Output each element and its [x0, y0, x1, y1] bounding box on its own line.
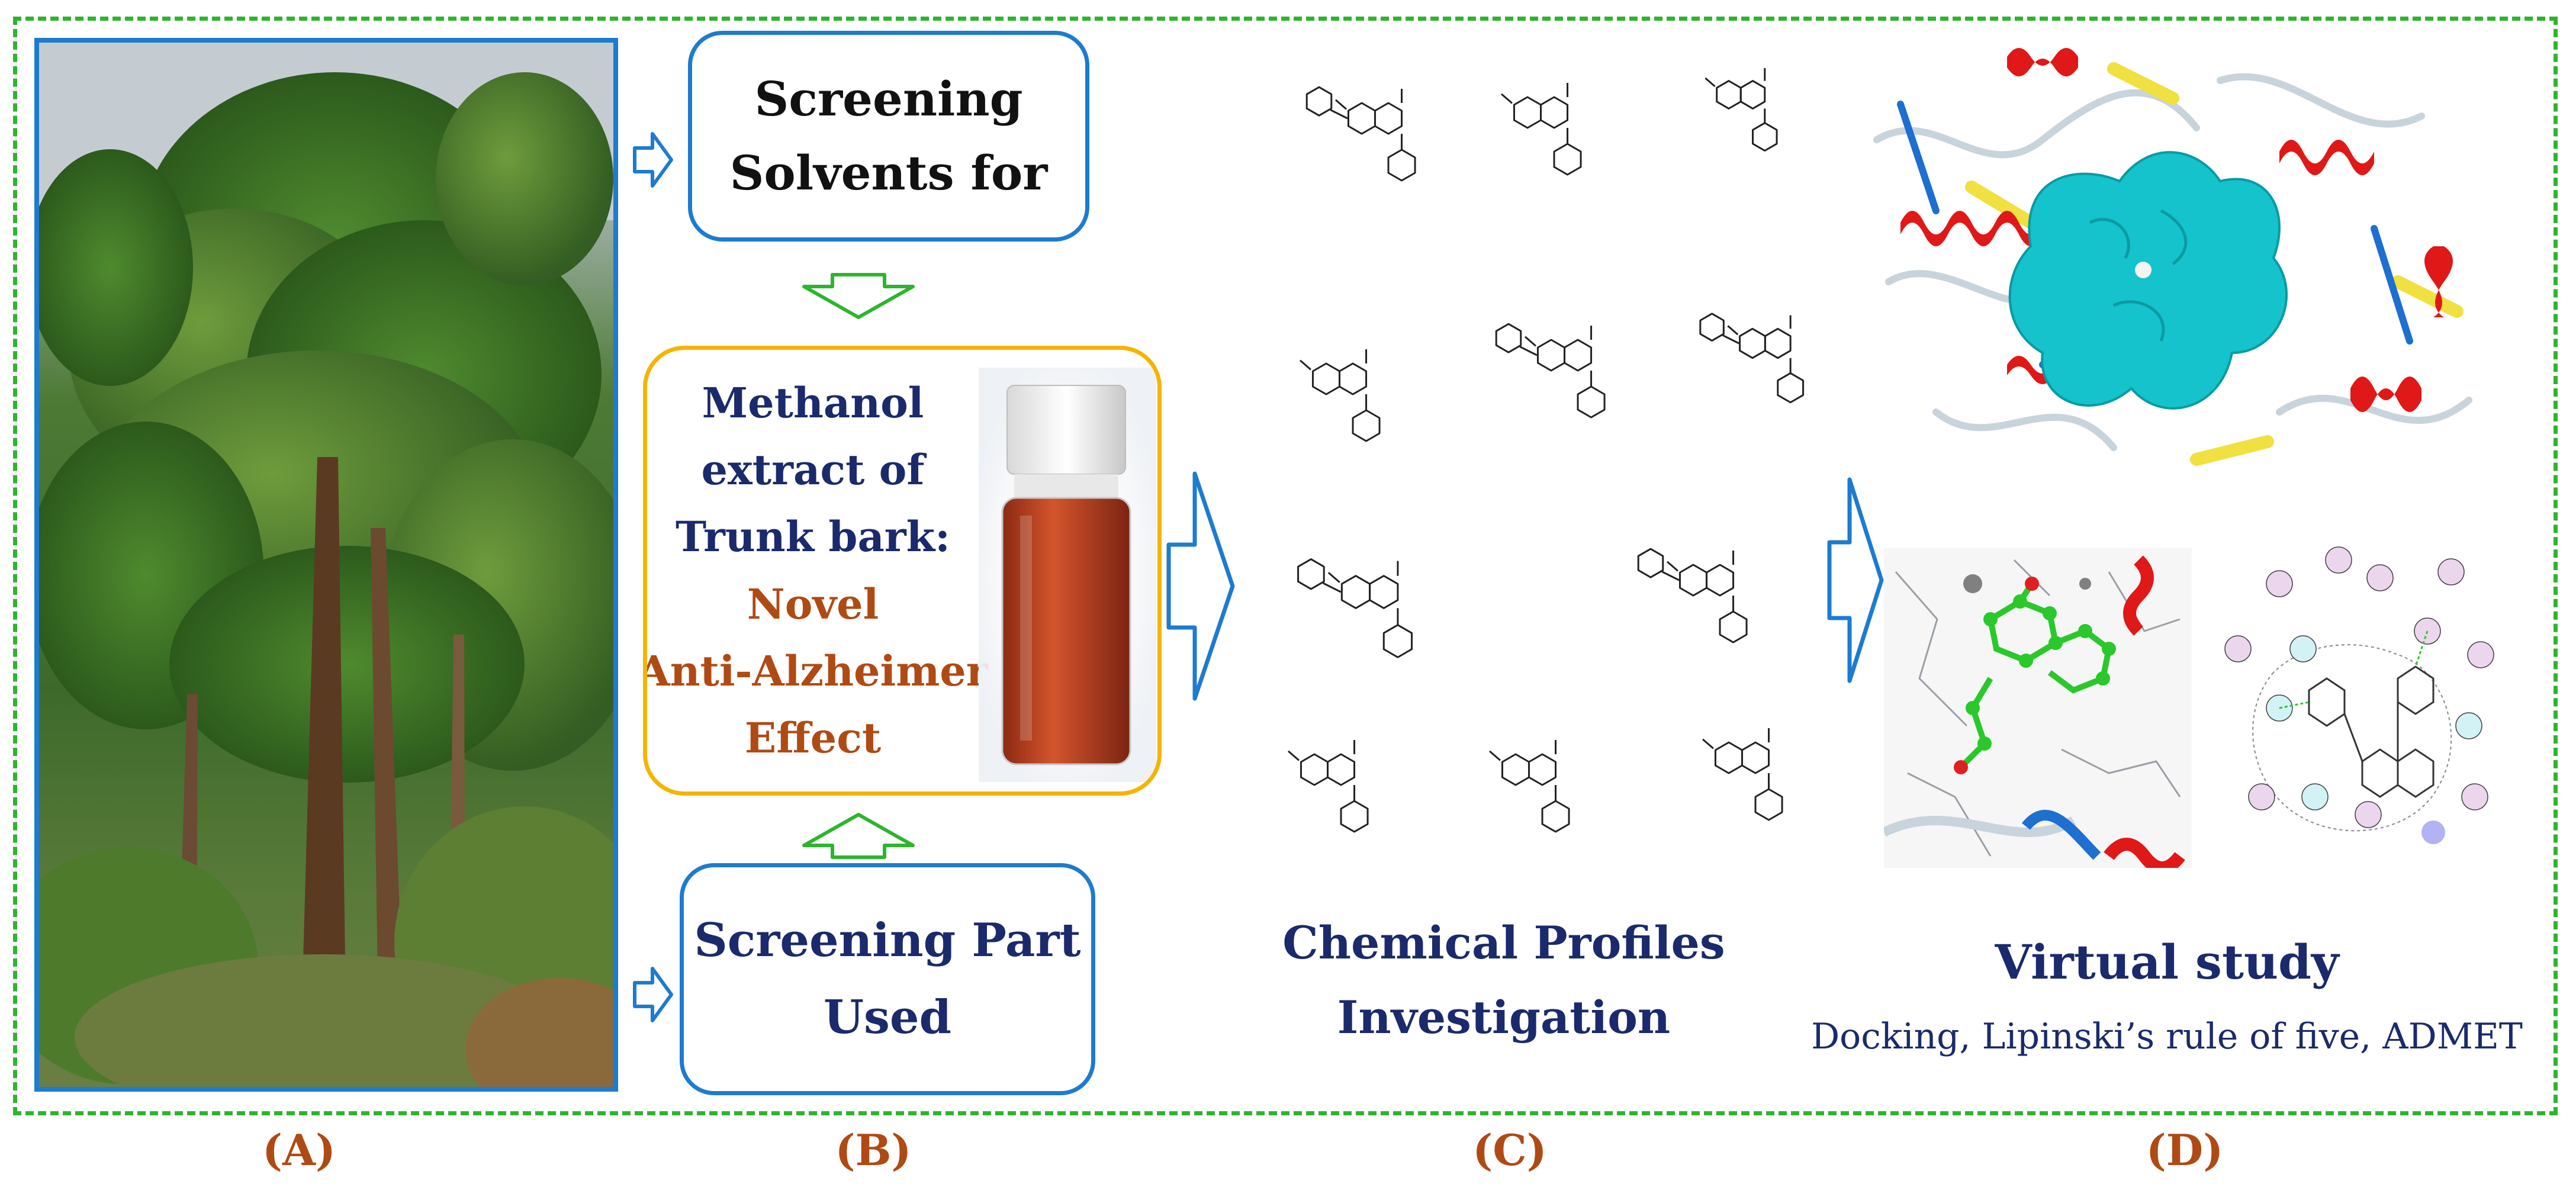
- bond: [1705, 77, 1716, 88]
- bond: [1489, 750, 1501, 761]
- arrow-right-icon: [1166, 471, 1235, 701]
- ring-bond: [1577, 385, 1606, 419]
- ring-bond: [1699, 313, 1725, 342]
- ring-bond: [1716, 80, 1742, 110]
- protein-ribbon: [1865, 33, 2487, 501]
- ring-bond: [1706, 564, 1735, 597]
- ring-bond: [1741, 741, 1770, 774]
- extract-line: Trunk bark:: [675, 512, 951, 562]
- ring-bond: [1714, 741, 1744, 774]
- arrow-down-icon: [802, 273, 915, 319]
- bond: [1519, 346, 1538, 356]
- bond: [1300, 359, 1311, 371]
- bond: [1661, 571, 1680, 581]
- ring-bond: [1347, 102, 1377, 135]
- bond: [1330, 109, 1348, 120]
- panel-label-b: (B): [835, 1125, 912, 1175]
- ring-bond: [1300, 753, 1329, 786]
- ring-bond: [1754, 788, 1783, 821]
- arrow-right-icon: [633, 132, 673, 188]
- interaction-diagram: [2224, 546, 2494, 844]
- ring-bond: [1564, 339, 1593, 372]
- box-line: Solvents for: [729, 145, 1048, 201]
- effect-line: Anti-Alzheimer: [643, 646, 988, 696]
- bond: [1702, 738, 1714, 749]
- methanol-extract-box: Methanol extract of Trunk bark: Novel An…: [643, 346, 1162, 796]
- box-line: Screening: [754, 71, 1023, 127]
- screening-part-box: Screening Part Used: [680, 863, 1095, 1095]
- bond: [1727, 325, 1739, 336]
- bond: [1322, 582, 1342, 593]
- ring-bond: [1752, 122, 1778, 152]
- ring-bond: [1637, 548, 1664, 578]
- ring-bond: [1311, 362, 1341, 395]
- ring-bond: [1678, 564, 1708, 597]
- ring-bond: [1528, 753, 1557, 786]
- bond: [1722, 334, 1739, 345]
- caption-line: Investigation: [1337, 991, 1671, 1044]
- bond: [1335, 99, 1347, 110]
- arrow-up-icon: [802, 813, 915, 859]
- ring-bond: [1739, 327, 1766, 359]
- extract-line: Methanol: [702, 378, 924, 428]
- extract-text: Methanol extract of Trunk bark: Novel An…: [647, 350, 988, 792]
- ring-bond: [1369, 575, 1399, 609]
- bond: [1327, 572, 1340, 583]
- docking-pose: [1884, 548, 2192, 868]
- ring-bond: [1553, 143, 1582, 176]
- box-line: Used: [823, 990, 952, 1044]
- arrow-right-icon: [1827, 477, 1884, 683]
- bond: [1667, 561, 1678, 572]
- ring-bond: [1374, 102, 1403, 135]
- bond: [1288, 750, 1300, 761]
- ring-bond: [1536, 339, 1566, 372]
- tree-photo: [34, 38, 618, 1092]
- ring-bond: [1719, 610, 1748, 644]
- molecule-structure: [1288, 68, 1805, 833]
- binding-surface: [2008, 151, 2288, 410]
- ring-bond: [1340, 800, 1369, 833]
- bond: [1501, 93, 1513, 104]
- tree-illustration: [39, 43, 613, 1087]
- ring-bond: [1540, 96, 1569, 129]
- arrow-right-icon: [633, 967, 673, 1022]
- effect-line: Novel: [747, 579, 879, 629]
- screening-solvents-box: Screening Solvents for: [688, 31, 1089, 242]
- bond: [1525, 336, 1536, 347]
- ring-bond: [1739, 80, 1766, 110]
- effect-line: Effect: [744, 713, 882, 763]
- ring-bond: [1382, 624, 1413, 658]
- ring-bond: [1297, 558, 1325, 590]
- panel-label-d: (D): [2146, 1125, 2224, 1175]
- dashed-frame: [13, 17, 2558, 1115]
- ring-bond: [1541, 800, 1570, 833]
- panel-label-c: (C): [1472, 1125, 1547, 1175]
- ring-bond: [1305, 86, 1333, 117]
- virtual-study-title: Virtual study: [1995, 934, 2339, 990]
- box-line: Screening Part: [694, 913, 1081, 967]
- ring-bond: [1501, 753, 1530, 786]
- chemical-profiles-caption: Chemical Profiles Investigation: [1255, 906, 1752, 1055]
- ring-bond: [1327, 753, 1356, 786]
- ring-bond: [1339, 362, 1368, 395]
- panel-label-a: (A): [262, 1125, 336, 1175]
- extract-line: extract of: [701, 445, 925, 495]
- virtual-study-subtitle: Docking, Lipinski’s rule of five, ADMET: [1811, 1016, 2523, 1057]
- ring-bond: [1495, 323, 1522, 353]
- ring-bond: [1777, 372, 1805, 404]
- ring-bond: [1340, 575, 1371, 609]
- ring-bond: [1764, 327, 1792, 359]
- ring-bond: [1352, 409, 1381, 442]
- ring-bond: [1513, 96, 1542, 129]
- caption-line: Chemical Profiles: [1282, 916, 1725, 969]
- vial-photo: [979, 368, 1156, 782]
- ring-bond: [1387, 149, 1416, 182]
